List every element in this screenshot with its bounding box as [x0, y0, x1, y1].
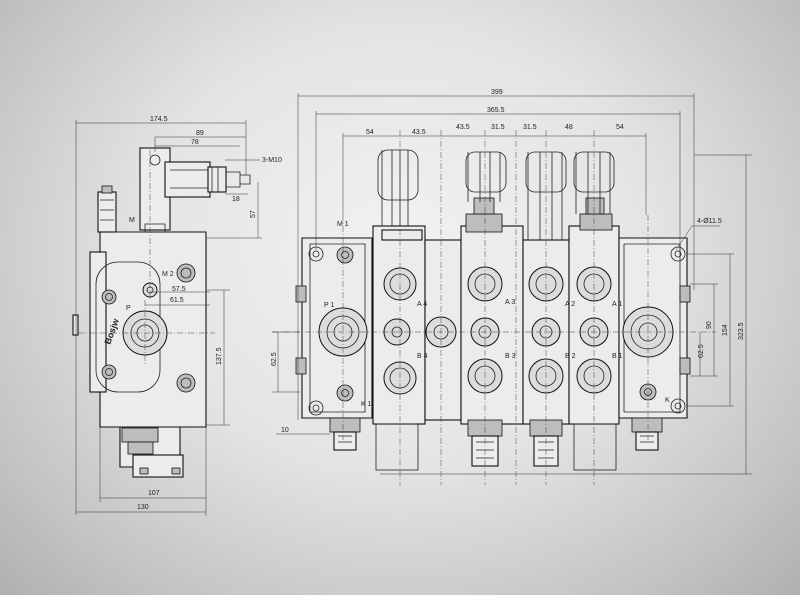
label-m2: M 2 [162, 271, 174, 278]
dim-130: 130 [137, 504, 149, 511]
dim-90: 90 [706, 321, 713, 329]
dim-62-5-right: 62.5 [698, 344, 705, 358]
dim-107: 107 [148, 490, 160, 497]
dim-137-5: 137.5 [216, 347, 223, 365]
label-m: M [129, 217, 135, 224]
dim-54-a: 54 [366, 129, 374, 136]
label-a2: A 2 [565, 301, 575, 308]
dim-174-5: 174.5 [150, 116, 168, 123]
dim-43-5-a: 43.5 [412, 129, 426, 136]
dim-43-5-b: 43.5 [456, 124, 470, 131]
label-b4: B 4 [417, 353, 428, 360]
dim-399: 399 [491, 89, 503, 96]
dim-48: 48 [565, 124, 573, 131]
dim-3-m10: 3-M10 [262, 157, 282, 164]
label-p-side: P [126, 305, 131, 312]
label-k1: K 1 [361, 401, 372, 408]
dim-31-5-b: 31.5 [523, 124, 537, 131]
dim-10: 10 [281, 427, 289, 434]
side-bottom-nut [121, 427, 159, 443]
dim-323-5: 323.5 [738, 322, 745, 340]
label-k: K [665, 397, 670, 404]
relief-valve-adjuster [164, 161, 211, 198]
dim-154: 154 [722, 324, 729, 336]
dim-31-5-a: 31.5 [491, 124, 505, 131]
front-view: 399 365.5 54 43.5 43.5 31.5 31.5 48 54 3… [271, 89, 752, 485]
dim-62-5-left: 62.5 [271, 352, 278, 366]
dim-54-b: 54 [616, 124, 624, 131]
dim-78: 78 [191, 139, 199, 146]
label-p1: P 1 [324, 302, 334, 309]
label-a1: A 1 [612, 301, 622, 308]
label-b1: B 1 [612, 353, 623, 360]
label-m1: M 1 [337, 221, 349, 228]
dim-18: 18 [232, 196, 240, 203]
label-a4: A 4 [417, 301, 427, 308]
label-b3: B 3 [505, 353, 516, 360]
relief-valve-nut [207, 166, 227, 193]
dim-4-holes: 4-Ø11.5 [697, 218, 722, 225]
label-b2: B 2 [565, 353, 576, 360]
dim-61-5: 61.5 [170, 297, 184, 304]
dim-365-5: 365.5 [487, 107, 505, 114]
side-view: 174.5 89 78 3-M10 18 57 57.5 61.5 137.5 … [72, 116, 282, 516]
dim-57-5: 57.5 [172, 286, 186, 293]
dim-57: 57 [250, 210, 257, 218]
label-a3: A 3 [505, 299, 515, 306]
dim-89: 89 [196, 130, 204, 137]
